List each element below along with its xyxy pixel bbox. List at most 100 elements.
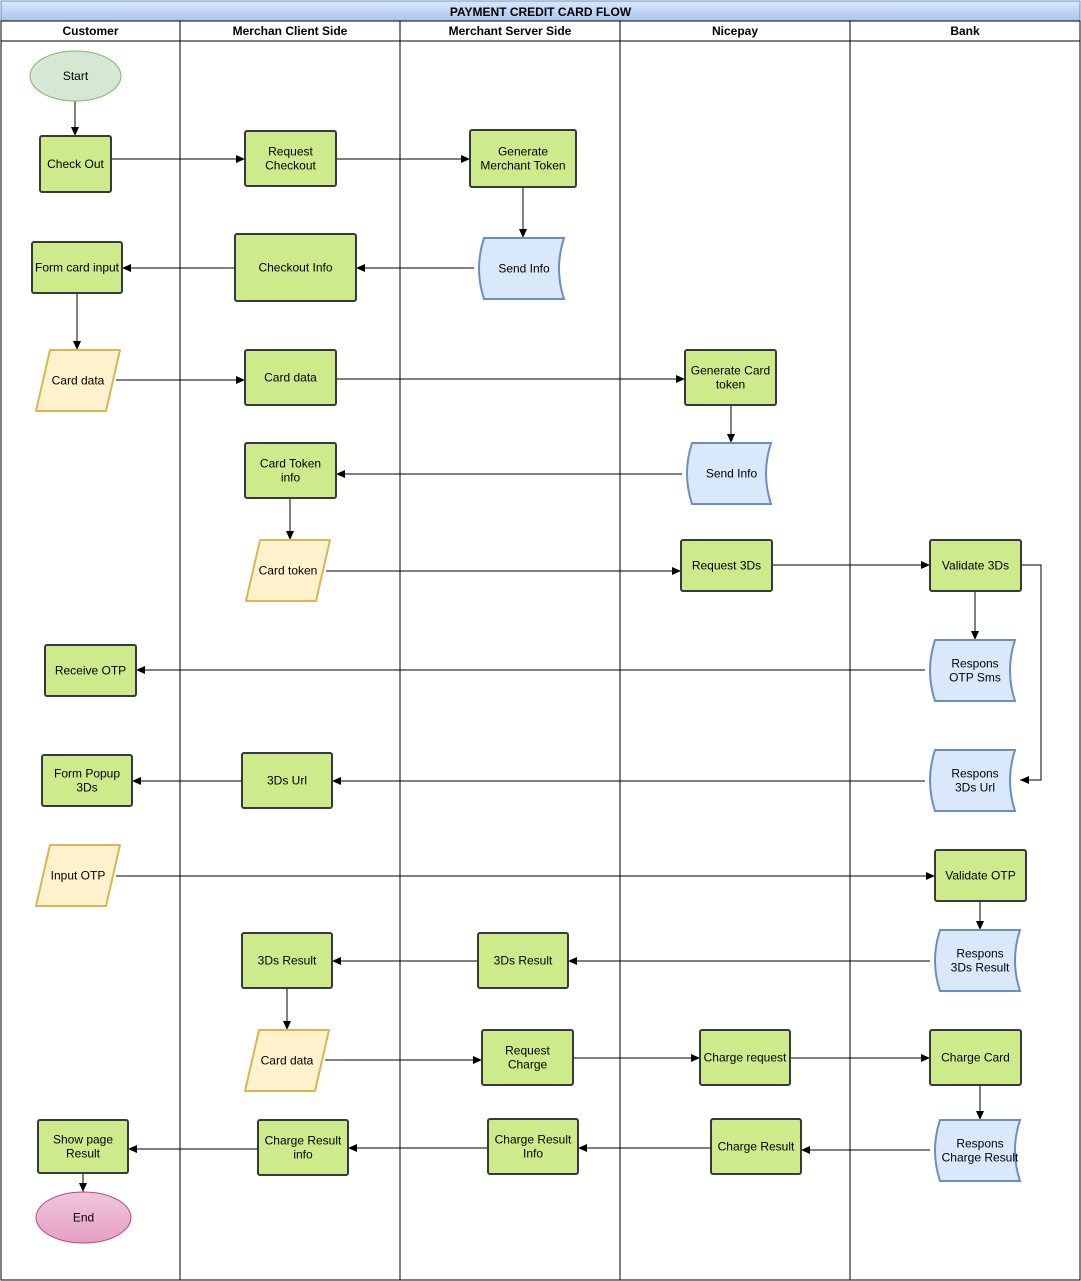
node-label: 3Ds Url [955,781,995,795]
process-box [39,135,112,193]
node-label: Charge Result [495,1133,572,1147]
node-form-card-input: Form card input [31,241,123,294]
node-label: Check Out [47,157,104,171]
node-label: 3Ds Result [494,954,553,968]
node-label: Card token [259,564,318,578]
process-box [37,1119,129,1174]
node-label: 3Ds Result [951,961,1010,975]
node-card-data-1: Card data [35,349,121,412]
node-charge-result-np: Charge Result [710,1118,802,1175]
node-label: Validate 3Ds [942,559,1009,573]
node-label: Receive OTP [55,664,126,678]
process-box [244,130,337,187]
node-label: 3Ds Url [267,774,307,788]
process-box [487,1118,579,1175]
stored-data-shape [929,639,1017,702]
stored-data-shape [929,749,1017,812]
node-end: End [35,1191,132,1244]
node-card-token: Card token [245,539,331,602]
node-label: Charge Result [942,1151,1019,1165]
node-label: End [73,1211,94,1225]
process-box [244,349,337,406]
node-send-info-2: Send Info [686,442,773,505]
node-url-3ds: 3Ds Url [241,752,333,809]
diagram-title: PAYMENT CREDIT CARD FLOW [450,5,632,19]
node-label: Generate Card [691,364,770,378]
node-label: Input OTP [51,869,106,883]
lane-header-merchan-client-side: Merchan Client Side [233,24,348,38]
node-label: Request 3Ds [692,559,761,573]
node-charge-card: Charge Card [929,1029,1022,1086]
data-parallelogram [35,349,121,412]
data-parallelogram [244,1029,330,1092]
process-box [241,752,333,809]
node-label: info [293,1148,313,1162]
node-label: Form card input [35,261,120,275]
node-label: 3Ds Result [258,954,317,968]
node-label: Generate [498,145,548,159]
node-label: Merchant Token [480,159,565,173]
process-box [699,1029,791,1086]
node-label: Info [523,1147,543,1161]
process-box [710,1118,802,1175]
node-label: Show page [53,1133,113,1147]
node-label: info [281,471,301,485]
edge-layer [71,101,1042,1192]
node-card-data-2: Card data [244,349,337,406]
node-checkout-info: Checkout Info [234,233,357,302]
stored-data-shape [686,442,773,505]
stored-data-shape [934,929,1022,992]
node-card-data-3: Card data [244,1029,330,1092]
node-label: Respons [951,657,998,671]
node-label: Send Info [498,262,550,276]
node-label: Respons [956,1137,1003,1151]
process-box [477,932,569,989]
process-box [44,644,137,697]
lane-header-customer: Customer [62,24,118,38]
node-label: Charge Result [718,1140,795,1154]
node-label: Card data [261,1054,314,1068]
node-charge-request: Charge request [699,1029,791,1086]
node-label: Validate OTP [945,869,1015,883]
process-box [929,1029,1022,1086]
terminator-ellipse [29,50,122,102]
node-send-info-1: Send Info [478,237,566,300]
node-label: Request [268,145,313,159]
process-box [244,442,337,499]
process-box [481,1029,574,1086]
process-box [234,233,357,302]
node-label: Charge [508,1058,548,1072]
data-parallelogram [35,844,121,907]
node-label: Send Info [706,467,758,481]
edge-validate_3ds-to-respons_3ds_url [1020,564,1042,784]
node-label: token [716,378,745,392]
process-box [684,349,777,406]
node-result-3ds-server: 3Ds Result [477,932,569,989]
node-label: Card data [264,371,317,385]
node-label: Respons [956,947,1003,961]
node-label: 3Ds [76,781,97,795]
node-label: Card Token [260,457,321,471]
process-box [41,754,133,807]
node-label: Start [63,69,89,83]
node-label: Result [66,1147,101,1161]
process-box [241,932,333,989]
lane-header-bank: Bank [950,24,980,38]
node-label: OTP Sms [949,671,1001,685]
node-label: Respons [951,767,998,781]
node-label: Charge Result [265,1134,342,1148]
node-validate-otp: Validate OTP [934,849,1027,902]
process-box [469,129,577,188]
diagram-border [0,20,1081,1281]
stored-data-shape [478,237,566,300]
